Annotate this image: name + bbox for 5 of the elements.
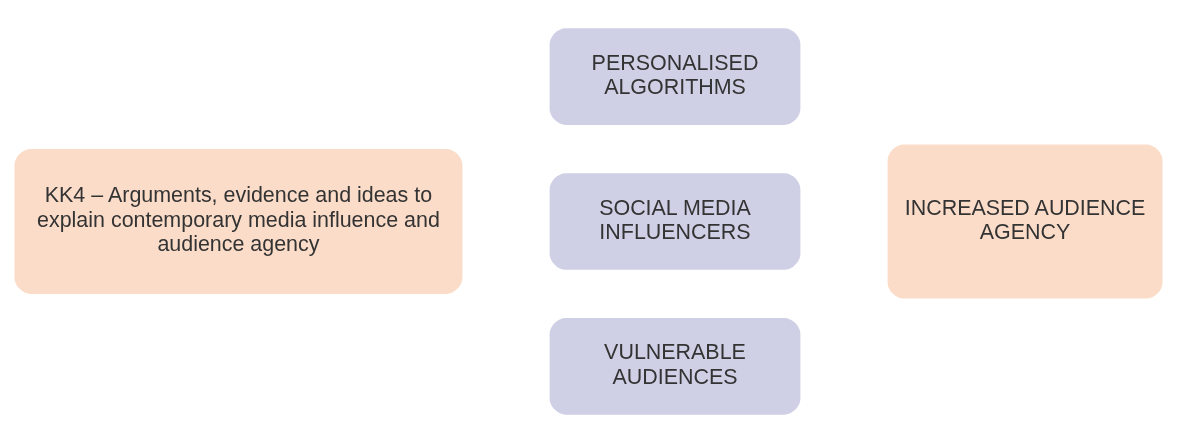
node-box: KK4 – Arguments, evidence and ideas to explain contemporary media influence and audience agency [14,149,463,294]
node-box: SOCIAL MEDIA INFLUENCERS [549,173,801,270]
node-box: PERSONALISED ALGORITHMS [549,28,801,125]
node-box: INCREASED AUDIENCE AGENCY [887,144,1163,299]
node-box: VULNERABLE AUDIENCES [549,318,801,415]
